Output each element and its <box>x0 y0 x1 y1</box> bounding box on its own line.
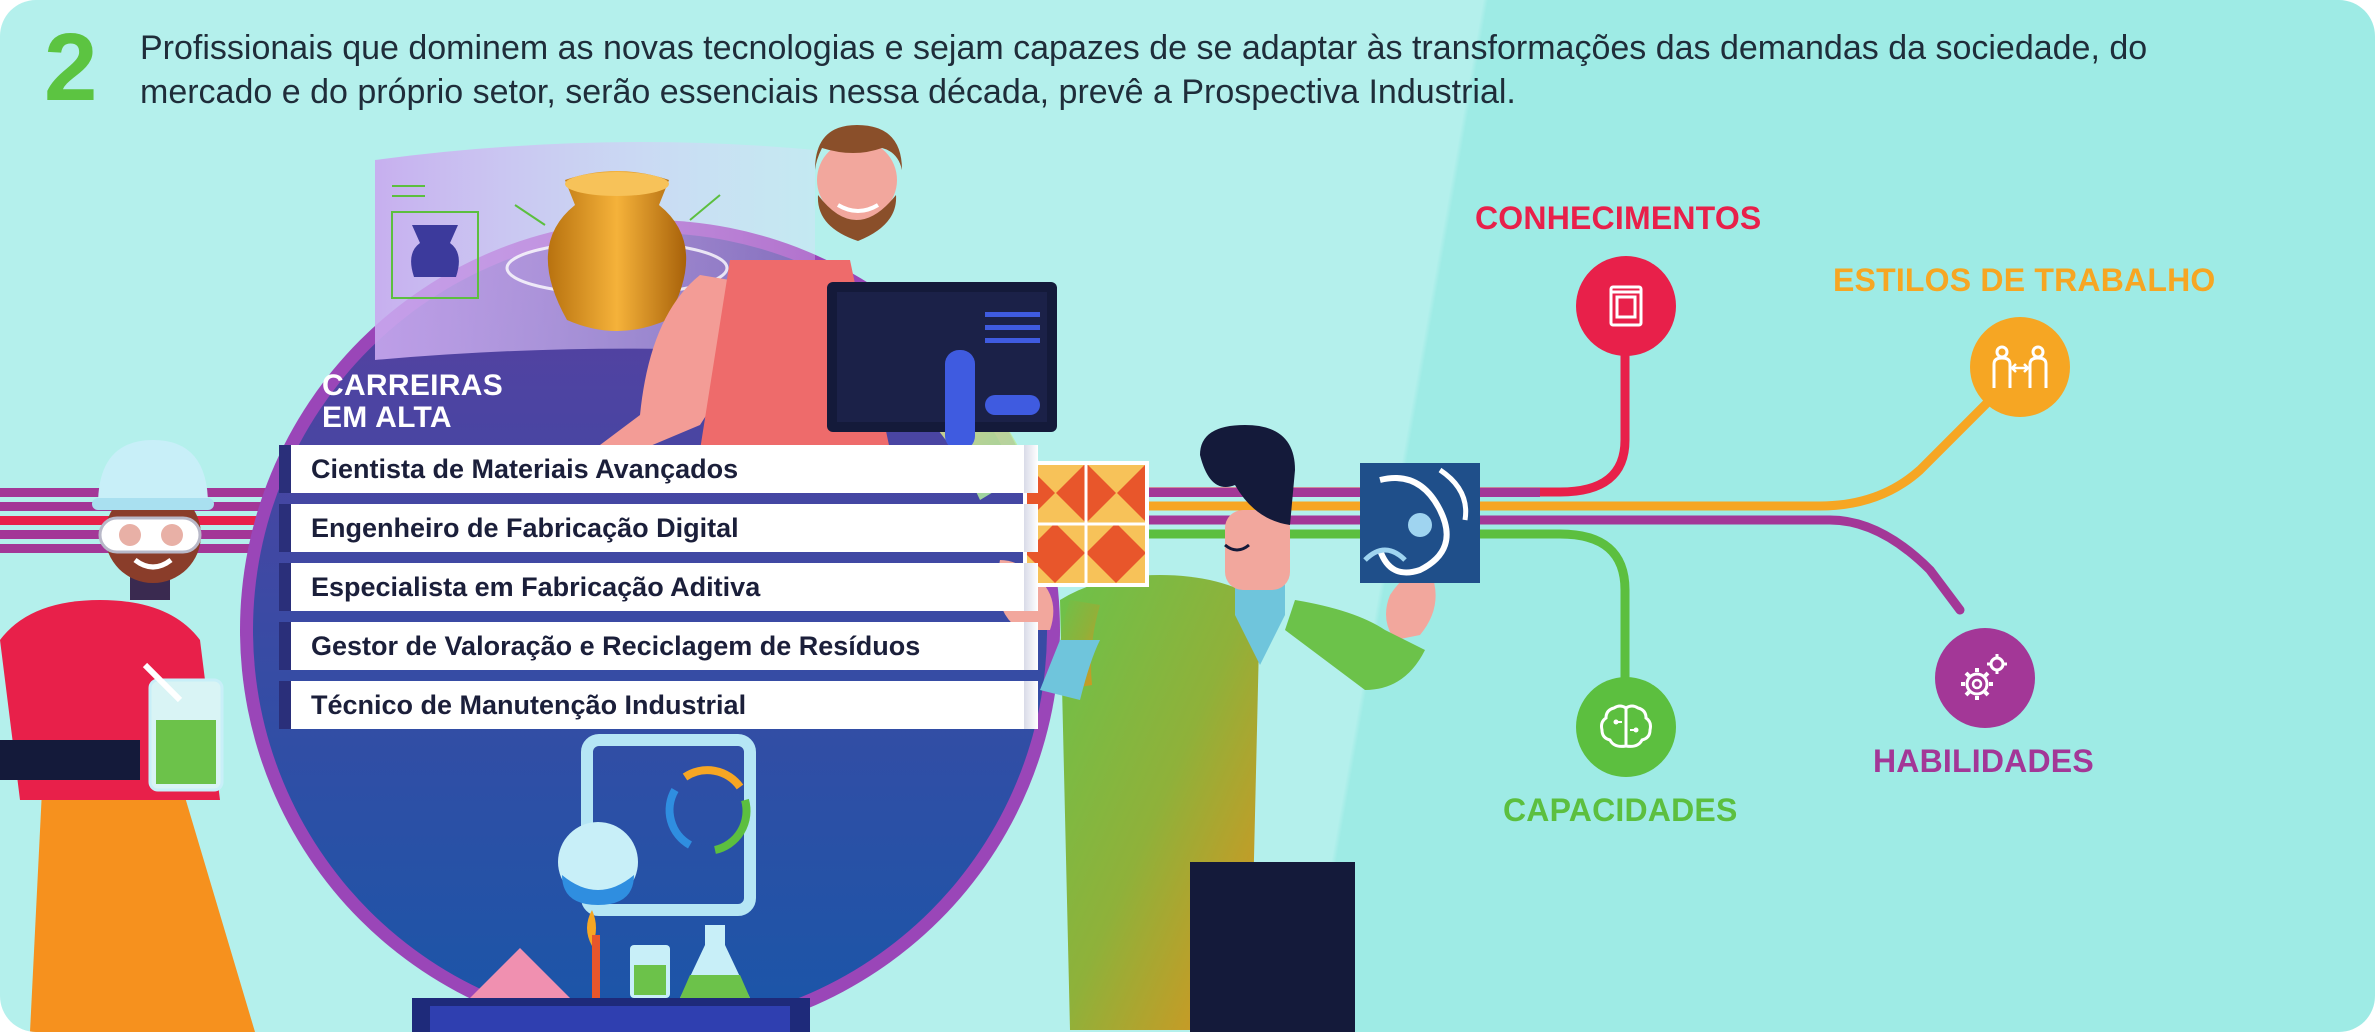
habilidades-label: HABILIDADES <box>1873 743 2094 779</box>
headline-text: Profissionais que dominem as novas tecno… <box>140 29 2148 111</box>
estilos-label: ESTILOS DE TRABALHO <box>1833 262 2216 298</box>
capacidades-label: CAPACIDADES <box>1503 792 1738 828</box>
careers-title: CARREIRAS EM ALTA <box>322 370 503 434</box>
tile-geometric <box>1023 461 1149 587</box>
tile-swirl <box>1360 463 1480 583</box>
collaboration-icon <box>1970 317 2070 417</box>
careers-title-line2: EM ALTA <box>322 401 452 434</box>
step-number: 2 <box>44 14 98 121</box>
conhecimentos-label: CONHECIMENTOS <box>1475 200 1762 236</box>
career-item: Gestor de Valoração e Reciclagem de Resí… <box>279 622 1038 670</box>
gears-icon <box>1935 628 2035 728</box>
career-item: Especialista em Fabricação Aditiva <box>279 563 1038 611</box>
career-list: Cientista de Materiais Avançados Engenhe… <box>279 445 1038 740</box>
brain-icon <box>1576 677 1676 777</box>
career-item: Engenheiro de Fabricação Digital <box>279 504 1038 552</box>
career-item: Cientista de Materiais Avançados <box>279 445 1038 493</box>
careers-title-line1: CARREIRAS <box>322 369 504 402</box>
book-icon <box>1576 256 1676 356</box>
career-item: Técnico de Manutenção Industrial <box>279 681 1038 729</box>
